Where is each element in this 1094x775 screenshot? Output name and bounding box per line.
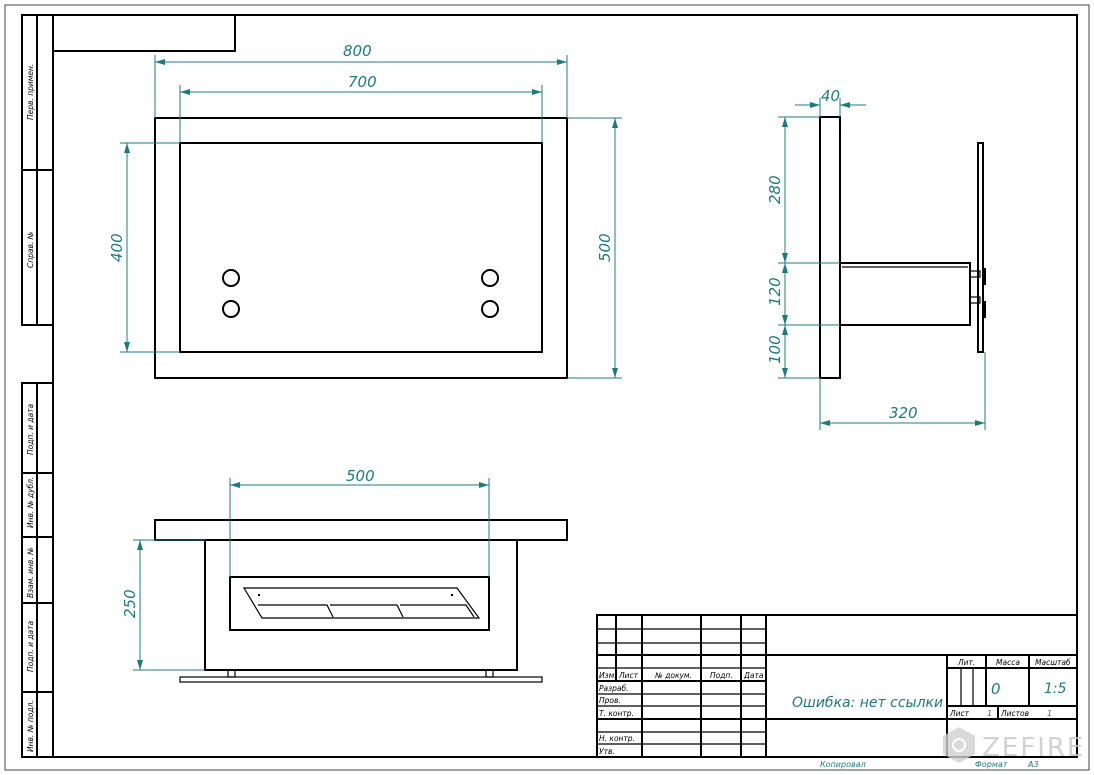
header-list: Лист xyxy=(618,671,639,680)
scale-label: Масштаб xyxy=(1035,658,1071,667)
dim-40: 40 xyxy=(821,87,840,105)
header-date: Дата xyxy=(743,671,764,680)
format-label: Формат xyxy=(975,760,1008,769)
sheets-value: 1 xyxy=(1047,709,1052,718)
dim-500-window: 500 xyxy=(346,467,375,485)
sheet-border xyxy=(4,4,1090,771)
strip-label: Справ. № xyxy=(26,231,35,268)
mass-label: Масса xyxy=(996,658,1020,667)
lit-label: Лит. xyxy=(957,658,975,667)
role-tech-control: Т. контр. xyxy=(599,709,634,718)
top-left-box xyxy=(52,14,236,52)
top-view: 500 250 xyxy=(121,467,568,683)
role-checker: Пров. xyxy=(599,696,621,705)
drawing-frame xyxy=(52,14,1078,758)
role-developer: Разраб. xyxy=(599,684,628,693)
dim-280: 280 xyxy=(766,175,784,204)
mounting-hole xyxy=(481,300,499,318)
header-sign: Подп. xyxy=(710,671,733,680)
dim-100: 100 xyxy=(766,335,784,364)
dim-800: 800 xyxy=(343,42,372,60)
sheets-label: Листов xyxy=(1000,709,1029,718)
role-approved: Утв. xyxy=(599,747,615,756)
dim-500: 500 xyxy=(596,233,614,262)
role-norm-control: Н. контр. xyxy=(599,734,635,743)
drawing-title: Ошибка: нет ссылки xyxy=(792,695,943,711)
dim-320: 320 xyxy=(889,404,918,422)
header-doc-no: № докум. xyxy=(654,671,692,680)
mounting-hole xyxy=(222,269,240,287)
strip-label: Подп. и дата xyxy=(26,621,35,672)
title-block: Изм. Лист № докум. Подп. Дата Разраб. Пр… xyxy=(596,614,1078,769)
mass-value: 0 xyxy=(991,680,1001,698)
dim-120: 120 xyxy=(766,277,784,306)
sheet-value: 1 xyxy=(987,709,992,718)
dim-400: 400 xyxy=(108,233,126,262)
strip-label: Подп. и дата xyxy=(26,404,35,455)
zefire-watermark: ZEFIRE xyxy=(943,727,1085,763)
strip-label: Взам. инв. № xyxy=(26,547,35,598)
copied-label: Копировал xyxy=(820,760,866,769)
header-izm: Изм. xyxy=(599,671,617,680)
strip-label: Перв. примен. xyxy=(26,64,35,120)
scale-value: 1:5 xyxy=(1044,681,1067,697)
dim-700: 700 xyxy=(348,73,377,91)
watermark-text: ZEFIRE xyxy=(982,733,1085,763)
format-value: A3 xyxy=(1027,760,1039,769)
mounting-hole xyxy=(481,269,499,287)
side-strip: Перв. примен. Справ. № Подп. и дата Инв.… xyxy=(21,14,54,758)
side-view: 40 280 120 100 320 xyxy=(766,87,986,430)
strip-label: Инв. № подл. xyxy=(26,700,35,752)
dim-250: 250 xyxy=(121,589,139,618)
strip-label: Инв. № дубл. xyxy=(26,477,35,528)
front-view: 800 700 400 500 xyxy=(108,42,622,379)
mounting-hole xyxy=(222,300,240,318)
sheet-label: Лист xyxy=(949,709,970,718)
